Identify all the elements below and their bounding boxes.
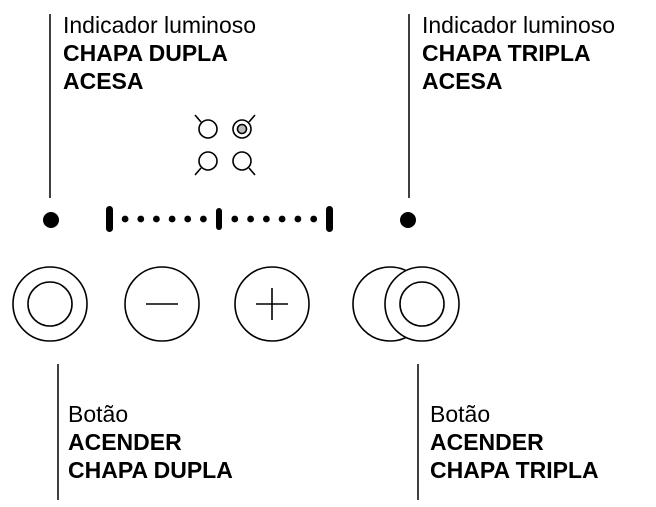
triple-zone-indicator-label-line1: Indicador luminoso (422, 12, 616, 38)
plus-icon (256, 288, 288, 320)
double-zone-button-label-line2: ACENDER (68, 429, 182, 455)
plus-button[interactable] (234, 266, 310, 342)
minus-button[interactable] (124, 266, 200, 342)
triple-zone-indicator-light (400, 212, 416, 228)
triple-zone-indicator-label-line3: ACESA (422, 68, 503, 94)
double-zone-button-label-line3: CHAPA DUPLA (68, 457, 233, 483)
scale-dot-8 (247, 215, 255, 223)
triple-zone-button-label-line2: ACENDER (430, 429, 544, 455)
scale-dot-11 (294, 215, 302, 223)
triple-zone-button-label: Botão ACENDER CHAPA TRIPLA (430, 400, 599, 484)
double-zone-button[interactable] (12, 266, 88, 342)
scale-dot-9 (263, 215, 270, 223)
scale-mark-mid (216, 208, 222, 230)
zone-top-left-icon (194, 114, 218, 139)
triple-zone-indicator-label-line2: CHAPA TRIPLA (422, 40, 591, 66)
scale-dot-6 (200, 215, 207, 223)
scale-dot-12 (310, 215, 318, 223)
zone-bottom-right-icon (232, 151, 256, 176)
scale-dot-3 (153, 215, 160, 223)
double-zone-indicator-label-line2: CHAPA DUPLA (63, 40, 228, 66)
double-zone-indicator-light (43, 212, 59, 228)
scale-dot-7 (231, 215, 239, 223)
double-zone-indicator-label: Indicador luminoso CHAPA DUPLA ACESA (63, 11, 256, 95)
scale-dot-1 (121, 215, 129, 223)
triple-zone-indicator-label: Indicador luminoso CHAPA TRIPLA ACESA (422, 11, 615, 95)
leader-lines (49, 14, 419, 500)
double-zone-indicator-label-line1: Indicador luminoso (63, 12, 257, 38)
scale-dot-5 (184, 215, 192, 223)
triple-zone-button-label-line1: Botão (430, 401, 491, 427)
burner-layout-icon (194, 114, 256, 176)
triple-zone-button-label-line3: CHAPA TRIPLA (430, 457, 599, 483)
scale-dot-10 (278, 215, 286, 223)
double-zone-button-label: Botão ACENDER CHAPA DUPLA (68, 400, 233, 484)
triple-zone-button[interactable] (352, 266, 460, 342)
double-zone-button-label-line1: Botão (68, 401, 129, 427)
scale-mark-min (106, 206, 113, 232)
scale-mark-max (326, 206, 333, 232)
zone-top-right-icon (232, 114, 256, 139)
power-level-scale (106, 206, 333, 232)
scale-dot-4 (168, 215, 176, 223)
zone-bottom-left-icon (194, 151, 218, 176)
scale-dot-2 (137, 215, 145, 223)
double-zone-indicator-label-line3: ACESA (63, 68, 144, 94)
